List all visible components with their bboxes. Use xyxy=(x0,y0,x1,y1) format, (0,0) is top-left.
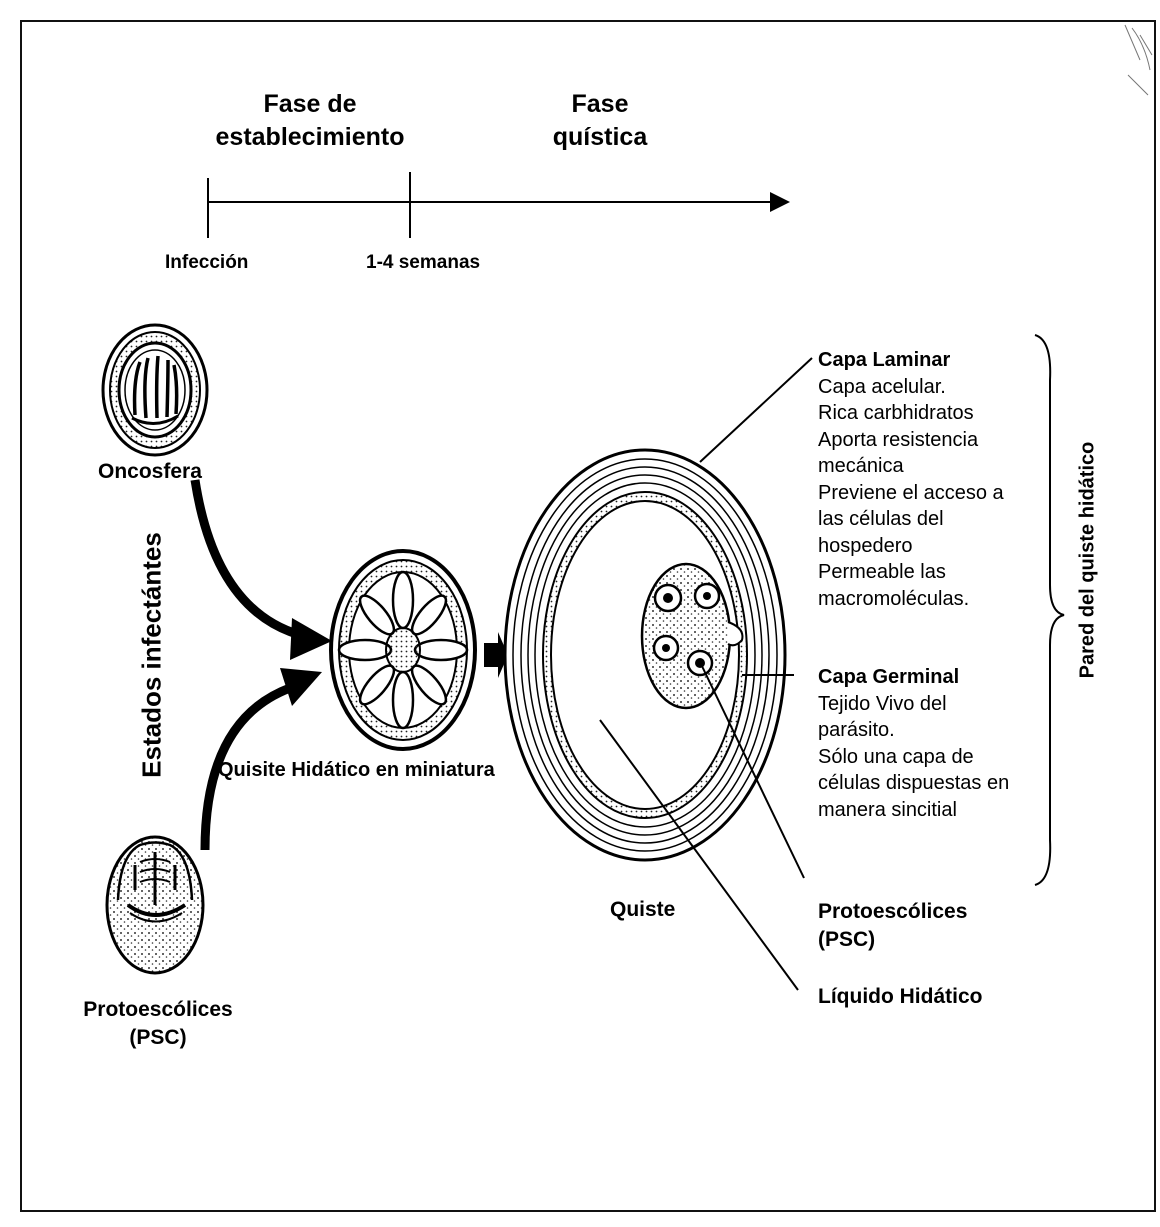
miniature-cyst-illustration xyxy=(331,551,475,749)
phase-cystic-line2: quística xyxy=(530,121,670,154)
protoscolex-label: Protoescólices (PSC) xyxy=(74,996,242,1052)
phase-establishment-label: Fase de establecimiento xyxy=(205,88,415,154)
timeline-arrow-head xyxy=(770,192,790,212)
protoscolex-label-line1: Protoescólices xyxy=(74,996,242,1024)
laminar-line: Permeable las xyxy=(818,559,1004,586)
phase-cystic-line1: Fase xyxy=(530,88,670,121)
germinal-line: Sólo una capa de xyxy=(818,744,1009,771)
infective-states-label: Estados infectántes xyxy=(137,532,168,778)
laminar-layer-title: Capa Laminar xyxy=(818,347,1004,374)
germinal-layer-block: Capa Germinal Tejido Vivo del parásito. … xyxy=(818,664,1009,823)
protoscolex-label-line2: (PSC) xyxy=(74,1024,242,1052)
laminar-line: las células del xyxy=(818,506,1004,533)
germinal-line: parásito. xyxy=(818,717,1009,744)
phase-establishment-line2: establecimiento xyxy=(205,121,415,154)
laminar-leader xyxy=(700,358,812,462)
hydatid-cyst-illustration xyxy=(505,450,785,860)
timeline xyxy=(208,172,790,238)
oncosphere-arrow xyxy=(195,480,300,635)
tick-weeks-label: 1-4 semanas xyxy=(366,252,480,274)
phase-cystic-label: Fase quística xyxy=(530,88,670,154)
laminar-line: macromoléculas. xyxy=(818,586,1004,613)
germinal-layer-title: Capa Germinal xyxy=(818,664,1009,691)
laminar-line: mecánica xyxy=(818,453,1004,480)
laminar-line: Capa acelular. xyxy=(818,374,1004,401)
germinal-line: células dispuestas en xyxy=(818,770,1009,797)
infection-arrows xyxy=(195,480,332,850)
laminar-layer-block: Capa Laminar Capa acelular. Rica carbhid… xyxy=(818,347,1004,612)
cyst-protoscolex-line2: (PSC) xyxy=(818,926,967,954)
laminar-line: Rica carbhidratos xyxy=(818,400,1004,427)
laminar-line: Previene el acceso a xyxy=(818,480,1004,507)
germinal-line: manera sincitial xyxy=(818,797,1009,824)
laminar-line: hospedero xyxy=(818,533,1004,560)
cyst-wall-label: Pared del quiste hidático xyxy=(1077,442,1100,679)
cyst-protoscolex-label: Protoescólices (PSC) xyxy=(818,898,967,954)
phase-establishment-line1: Fase de xyxy=(205,88,415,121)
hydatid-fluid-label: Líquido Hidático xyxy=(818,985,982,1009)
cyst-label: Quiste xyxy=(610,898,675,922)
scan-artifact xyxy=(1125,25,1152,95)
tick-infection-label: Infección xyxy=(165,252,248,274)
cyst-wall-brace xyxy=(1035,335,1064,885)
miniature-cyst-label: Quisite Hidático en miniatura xyxy=(218,759,495,782)
germinal-line: Tejido Vivo del xyxy=(818,691,1009,718)
oncosphere-illustration xyxy=(103,325,207,455)
oncosphere-label: Oncosfera xyxy=(98,460,202,484)
cyst-protoscolex-line1: Protoescólices xyxy=(818,898,967,926)
protoscolex-illustration xyxy=(107,837,203,973)
laminar-line: Aporta resistencia xyxy=(818,427,1004,454)
